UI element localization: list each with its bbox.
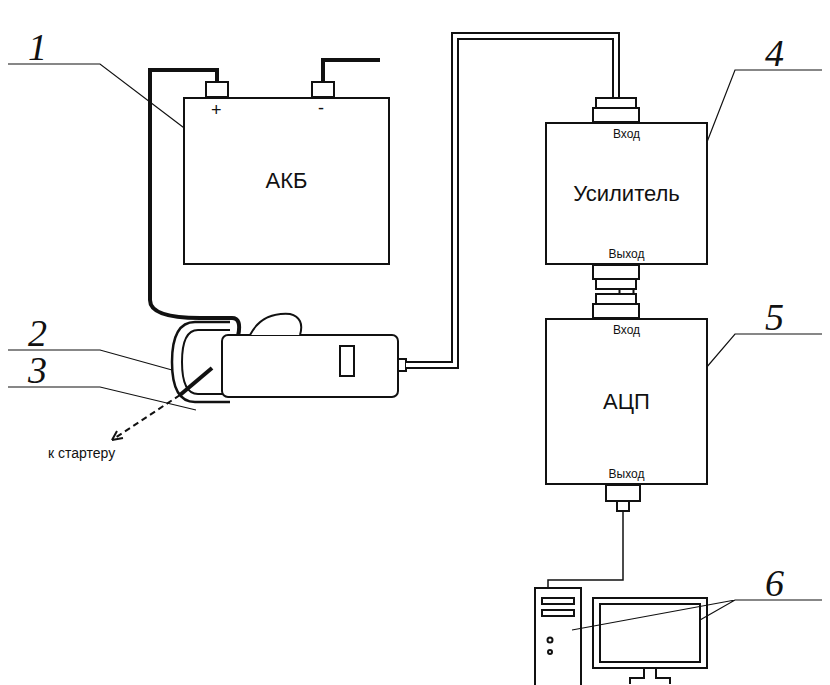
callout-number: 4 bbox=[765, 34, 784, 72]
port-label: Выход bbox=[609, 247, 645, 261]
drive-bay bbox=[542, 610, 574, 616]
led bbox=[548, 650, 552, 654]
connector-plug bbox=[593, 304, 639, 318]
node-title: Усилитель bbox=[573, 181, 680, 207]
amplifier-box: ВходУсилительВыход bbox=[545, 122, 708, 265]
connector-plug bbox=[617, 501, 629, 511]
leader-line bbox=[8, 387, 196, 410]
adc-box: ВходАЦП Выход bbox=[545, 318, 708, 485]
connector-plug bbox=[593, 265, 639, 279]
note-label: к стартеру bbox=[48, 446, 115, 460]
starter-wire bbox=[180, 368, 212, 395]
connector-plug bbox=[596, 98, 636, 108]
usb-cable bbox=[548, 511, 623, 588]
arrow-head bbox=[112, 431, 123, 440]
clamp-display bbox=[340, 346, 354, 376]
monitor-stand bbox=[630, 668, 670, 684]
monitor-screen bbox=[600, 604, 700, 662]
clamp-socket bbox=[398, 359, 406, 371]
callout-number: 3 bbox=[28, 351, 47, 389]
terminal-sign: + bbox=[211, 101, 222, 119]
connector-plug bbox=[596, 279, 636, 289]
connector-plug bbox=[606, 485, 640, 501]
clamp-lever bbox=[250, 314, 301, 335]
port-label: Вход bbox=[613, 127, 640, 141]
terminal-sign: - bbox=[318, 99, 324, 117]
battery-box: АКБ bbox=[183, 97, 390, 265]
power-button bbox=[548, 638, 553, 643]
system-unit bbox=[535, 588, 581, 685]
connector-plug bbox=[596, 294, 636, 304]
callout-number: 1 bbox=[28, 28, 47, 66]
battery-terminal bbox=[312, 82, 334, 97]
callout-number: 6 bbox=[765, 564, 784, 602]
connector-plug bbox=[593, 108, 639, 122]
callout-number: 5 bbox=[765, 298, 784, 336]
ground-wire bbox=[323, 60, 380, 82]
drive-bay bbox=[542, 598, 574, 604]
node-title: АКБ bbox=[266, 168, 308, 194]
node-title: АЦП bbox=[603, 389, 650, 415]
leader-line bbox=[572, 600, 822, 630]
port-label: Вход bbox=[613, 323, 640, 337]
port-label: Выход bbox=[609, 467, 645, 481]
clamp-body bbox=[222, 335, 398, 397]
starter-wire bbox=[112, 395, 180, 440]
leader-line bbox=[700, 70, 822, 160]
leader-line bbox=[8, 64, 200, 140]
leader-line bbox=[700, 334, 822, 375]
callout-number: 2 bbox=[28, 314, 47, 352]
battery-terminal bbox=[206, 82, 228, 97]
